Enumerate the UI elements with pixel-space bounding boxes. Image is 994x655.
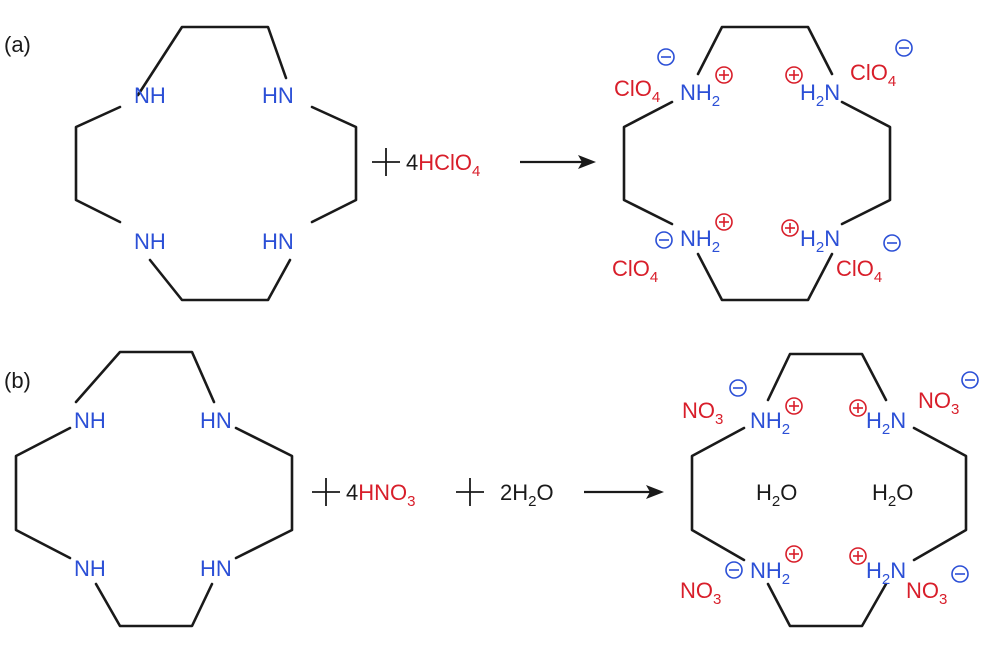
product-ring-b: NH2 H2N NH2 H2N (680, 352, 979, 628)
amine-label: HN (200, 556, 232, 581)
anion-label: NO3 (906, 578, 947, 608)
coefficient: 4 (406, 150, 418, 175)
anion-label: ClO4 (612, 256, 658, 286)
negative-charge-icon (895, 39, 913, 57)
bond-top-a (136, 25, 288, 97)
negative-charge-icon (729, 379, 747, 397)
positive-charge-icon (849, 547, 867, 565)
amine-label: HN (262, 229, 294, 254)
panel-a: (a) NH HN NH HN 4HClO4 (4, 25, 913, 302)
bond-right-prod-b (912, 426, 968, 562)
amine-label: NH (74, 556, 106, 581)
amine-label: NH (134, 229, 166, 254)
plus-sign (312, 478, 340, 506)
bond-left-b (14, 426, 72, 560)
negative-charge-icon (883, 234, 901, 252)
ammonium-label: NH2 (750, 558, 790, 588)
anion-label: NO3 (682, 398, 723, 428)
positive-charge-icon (715, 66, 733, 84)
reactant-ring-a: NH HN NH HN (74, 25, 358, 302)
plus-sign (456, 478, 484, 506)
bond-right-a (310, 105, 358, 224)
reactant-ring-b: NH HN NH HN (14, 350, 294, 628)
ammonium-label: NH2 (680, 80, 720, 110)
bond-bottom-prod-b (766, 582, 888, 628)
ammonium-label: H2N (866, 558, 906, 588)
ammonium-label: NH2 (680, 226, 720, 256)
amine-label: NH (134, 83, 166, 108)
reagent-formula-b: 4HNO3 (346, 480, 415, 510)
amine-label: HN (200, 408, 232, 433)
positive-charge-icon (849, 399, 867, 417)
amine-label: HN (262, 83, 294, 108)
bond-bottom-prod-a (696, 252, 834, 302)
negative-charge-icon (657, 48, 675, 66)
anion-label: ClO4 (836, 256, 882, 286)
bond-left-prod-b (690, 426, 746, 562)
reagent-formula-a: 4HClO4 (406, 150, 480, 180)
included-water: H2O (872, 480, 913, 510)
panel-label-b: (b) (4, 368, 31, 393)
reaction-arrow-a (520, 155, 596, 169)
panel-label-a: (a) (4, 32, 31, 57)
positive-charge-icon (785, 545, 803, 563)
bond-right-prod-a (840, 100, 892, 226)
acid-formula: HClO (418, 150, 472, 175)
anion-label: NO3 (918, 388, 959, 418)
reaction-arrow-b (584, 485, 664, 499)
positive-charge-icon (715, 213, 733, 231)
negative-charge-icon (655, 231, 673, 249)
bond-bottom-a (148, 258, 292, 302)
ammonium-label: H2N (800, 80, 840, 110)
bond-top-b (74, 350, 216, 404)
positive-charge-icon (785, 66, 803, 84)
anion-label: ClO4 (614, 76, 660, 106)
bond-right-b (234, 426, 294, 560)
bond-top-prod-a (696, 25, 834, 76)
ammonium-label: H2N (800, 226, 840, 256)
bond-left-a (74, 105, 122, 224)
bond-top-prod-b (766, 352, 888, 402)
plus-sign (372, 148, 400, 176)
product-ring-a: NH2 H2N NH2 (612, 25, 913, 302)
positive-charge-icon (785, 397, 803, 415)
ammonium-label: NH2 (750, 408, 790, 438)
positive-charge-icon (781, 219, 799, 237)
amine-label: NH (74, 408, 106, 433)
anion-label: NO3 (680, 578, 721, 608)
ammonium-label: H2N (866, 408, 906, 438)
bond-bottom-b (94, 582, 214, 628)
bond-left-prod-a (622, 100, 674, 226)
panel-b: (b) NH HN NH HN 4HNO3 2H2O (4, 350, 979, 628)
negative-charge-icon (961, 371, 979, 389)
included-water: H2O (756, 480, 797, 510)
water-formula: 2H2O (500, 480, 554, 510)
negative-charge-icon (725, 561, 743, 579)
anion-label: ClO4 (850, 60, 896, 90)
negative-charge-icon (951, 565, 969, 583)
